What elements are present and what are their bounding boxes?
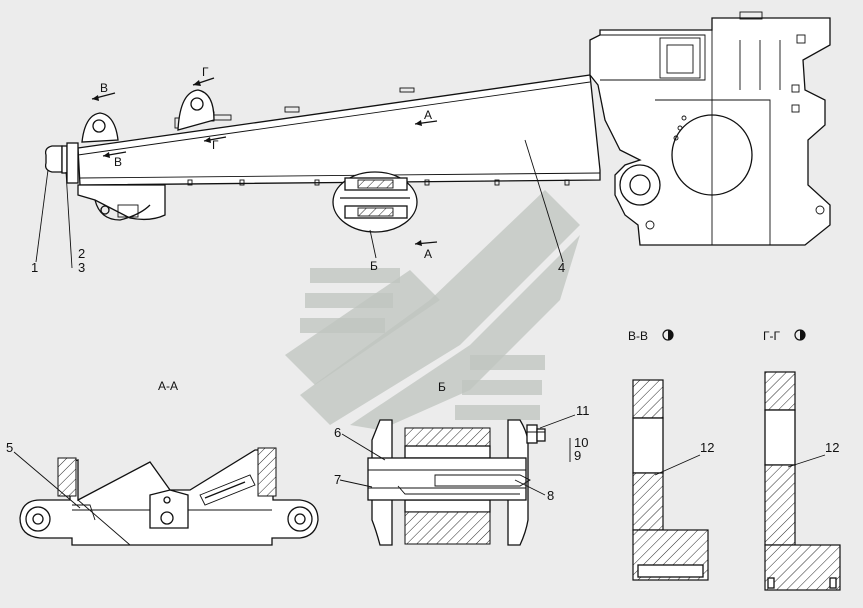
section-vv-title: В-В [628, 329, 648, 343]
section-gg-title: Г-Г [763, 329, 780, 343]
svg-text:А: А [424, 108, 432, 122]
rotate-icon [662, 329, 674, 341]
section-gg: Г-Г 12 [763, 329, 841, 591]
rotate-icon [794, 329, 806, 341]
svg-text:Г: Г [212, 138, 219, 152]
svg-text:Г: Г [202, 65, 209, 79]
main-view-callouts: 1 2 3 4 [31, 139, 565, 275]
marker-v-top: В [91, 81, 116, 101]
part-number-11: 11 [576, 403, 590, 418]
marker-g-bottom: Г [203, 136, 227, 152]
part-number-12-vv: 12 [700, 440, 714, 455]
part-number-8: 8 [547, 488, 554, 503]
part-number-3: 3 [78, 260, 85, 275]
watermark-logo [285, 190, 580, 430]
svg-text:А: А [424, 247, 432, 261]
detail-b-callouts: 6 7 8 9 10 11 [334, 403, 590, 503]
part-number-4: 4 [558, 260, 565, 275]
section-vv: В-В 12 [628, 329, 714, 581]
part-number-10: 10 [574, 435, 588, 450]
part-number-2: 2 [78, 246, 85, 261]
part-number-5: 5 [6, 440, 13, 455]
detail-b: Б [367, 380, 546, 546]
view-markers: В В Г Г А А Б [91, 65, 438, 273]
marker-v-bottom: В [102, 151, 127, 169]
marker-b: Б [369, 229, 378, 273]
marker-a-bottom: А [414, 240, 438, 261]
boom-bottom-lugs [187, 179, 570, 186]
svg-text:В: В [114, 155, 122, 169]
marker-g-top: Г [192, 65, 215, 86]
part-number-1: 1 [31, 260, 38, 275]
part-number-7: 7 [334, 472, 341, 487]
section-aa-callout: 5 [6, 440, 81, 509]
part-number-12-gg: 12 [825, 440, 839, 455]
section-aa-title: А-А [158, 379, 178, 393]
detail-b-title: Б [438, 380, 446, 394]
svg-text:В: В [100, 81, 108, 95]
part-number-6: 6 [334, 425, 341, 440]
part-number-9: 9 [574, 448, 581, 463]
section-aa: А-А [19, 379, 319, 546]
svg-text:Б: Б [370, 259, 378, 273]
marker-a-top: А [414, 108, 438, 126]
boom-main-view [44, 11, 831, 246]
